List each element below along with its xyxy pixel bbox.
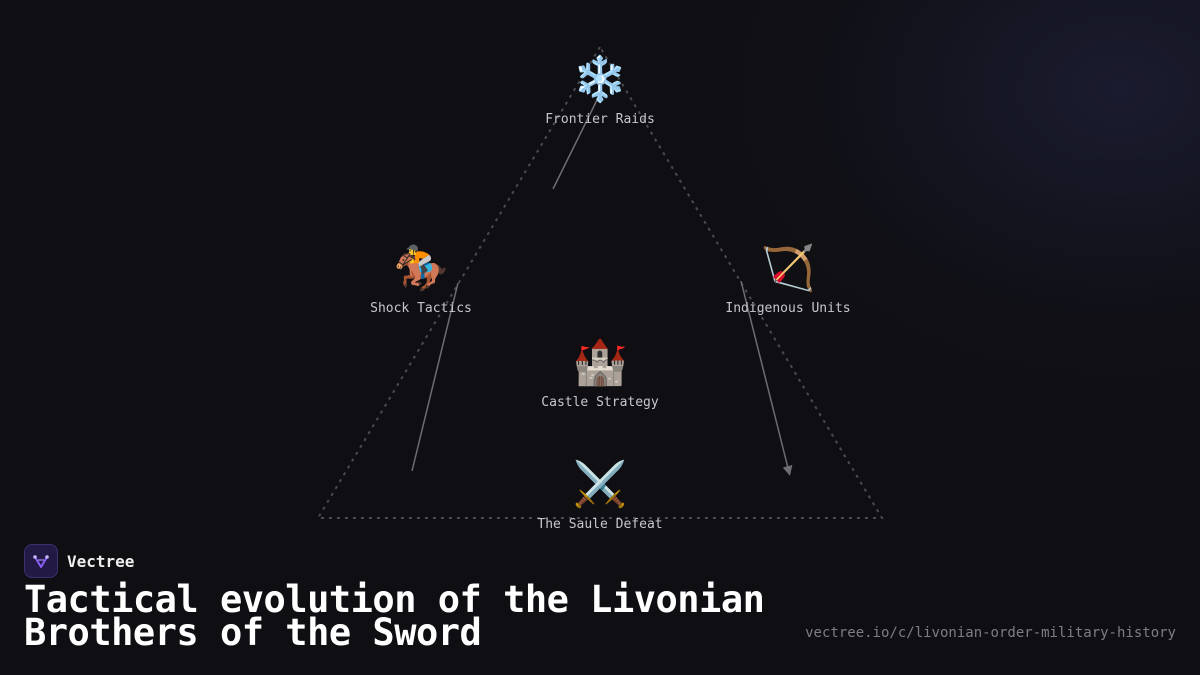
crossed-swords-icon: ⚔️ (572, 459, 628, 510)
connector-indigenous-units-arrow (740, 280, 793, 476)
horse-racing-icon: 🏇 (393, 243, 449, 294)
vectree-logo-icon (24, 544, 58, 578)
connector-frontier-raids (552, 99, 598, 190)
brand[interactable]: Vectree (24, 544, 134, 578)
page-title: Tactical evolution of the Livonian Broth… (24, 578, 765, 654)
node-label-indigenous-units: Indigenous Units (725, 301, 851, 316)
bow-and-arrow-icon: 🏹 (760, 243, 816, 294)
castle-icon: 🏰 (572, 337, 628, 388)
node-indigenous-units: 🏹 Indigenous Units (725, 243, 850, 316)
node-label-frontier-raids: Frontier Raids (545, 112, 655, 127)
node-saule-defeat: ⚔️ The Saule Defeat (537, 459, 662, 532)
source-url[interactable]: vectree.io/c/livonian-order-military-his… (805, 625, 1176, 641)
triangle-outline (316, 45, 884, 519)
node-label-castle-strategy: Castle Strategy (541, 395, 659, 410)
node-frontier-raids: ❄️ Frontier Raids (545, 54, 655, 127)
snowflake-icon: ❄️ (572, 54, 628, 105)
node-label-shock-tactics: Shock Tactics (370, 301, 472, 316)
connector-shock-tactics (411, 282, 459, 472)
node-label-saule-defeat: The Saule Defeat (537, 517, 663, 532)
node-castle-strategy: 🏰 Castle Strategy (541, 337, 658, 410)
node-shock-tactics: 🏇 Shock Tactics (370, 243, 472, 316)
brand-name: Vectree (67, 551, 135, 571)
